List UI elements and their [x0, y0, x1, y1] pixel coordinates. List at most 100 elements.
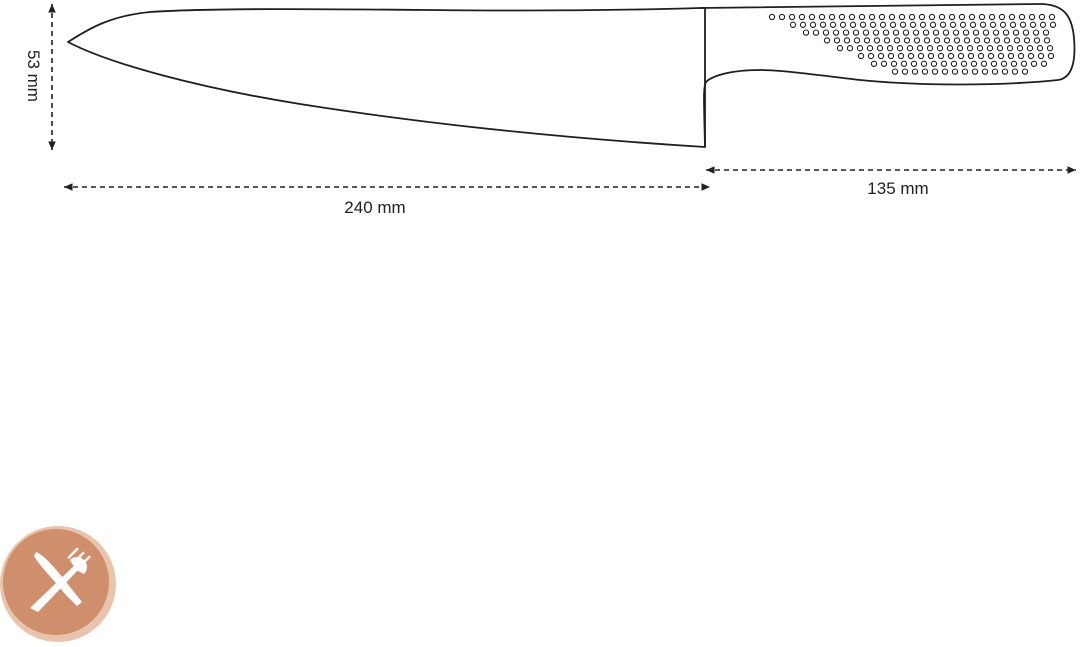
grip-dimple [987, 52, 995, 60]
grip-dimple [1032, 29, 1040, 36]
grip-dimple [929, 21, 937, 28]
grip-dimple [909, 21, 917, 28]
grip-dimple [973, 37, 981, 44]
grip-dimple [866, 45, 874, 52]
grip-dimple [1016, 45, 1024, 52]
grip-dimple [1000, 60, 1008, 67]
grip-dimple [1048, 13, 1056, 21]
grip-dimple [829, 21, 837, 28]
grip-dimple [947, 52, 955, 60]
grip-dimple [878, 13, 886, 21]
grip-dimple [1023, 37, 1031, 44]
grip-dimple [857, 52, 865, 60]
grip-dimple [1039, 21, 1047, 28]
grip-dimple [862, 29, 870, 36]
grip-dimple [991, 68, 999, 75]
grip-dimple [789, 21, 797, 28]
grip-dimple [798, 13, 806, 21]
grip-dimple [846, 45, 854, 52]
grip-dimple [1029, 21, 1037, 28]
grip-dimple [906, 45, 914, 52]
grip-dimple [1009, 21, 1017, 28]
grip-dimple [1007, 52, 1015, 60]
grip-dimple [859, 21, 867, 28]
grip-dimple [1006, 45, 1014, 52]
grip-dimple [976, 45, 984, 52]
grip-dimple [983, 37, 991, 44]
grip-dimple [977, 52, 985, 60]
grip-dimple [893, 37, 901, 44]
grip-dimple [1033, 37, 1041, 44]
grip-dimple [863, 37, 871, 44]
grip-dimple [949, 21, 957, 28]
grip-dimple [1036, 45, 1044, 52]
grip-dimple [870, 60, 878, 67]
grip-dimple [867, 52, 875, 60]
grip-dimple [833, 37, 841, 44]
grip-dimple [908, 13, 916, 21]
grip-dimple [768, 13, 776, 21]
grip-dimple [998, 13, 1006, 21]
grip-dimple [902, 29, 910, 36]
grip-dimple [1008, 13, 1016, 21]
grip-dimple [898, 13, 906, 21]
grip-dimple [912, 29, 920, 36]
grip-dimple [1037, 52, 1045, 60]
grip-dimple [876, 45, 884, 52]
grip-dimple [941, 68, 949, 75]
grip-dimple [868, 13, 876, 21]
grip-dimple [819, 21, 827, 28]
grip-dimple [978, 13, 986, 21]
grip-dimple [858, 13, 866, 21]
grip-dimple [888, 13, 896, 21]
grip-dimple [822, 29, 830, 36]
grip-dimple [788, 13, 796, 21]
grip-dimple [918, 13, 926, 21]
blade-length-label: 240 mm [344, 198, 405, 217]
grip-dimple [953, 37, 961, 44]
grip-dimple [872, 29, 880, 36]
grip-dimple [869, 21, 877, 28]
grip-dimple [940, 60, 948, 67]
grip-dimple [1013, 37, 1021, 44]
grip-dimple [1020, 60, 1028, 67]
grip-dimple [838, 13, 846, 21]
grip-dimple [849, 21, 857, 28]
grip-dimple [942, 29, 950, 36]
grip-dimple [852, 29, 860, 36]
grip-dimple [1012, 29, 1020, 36]
grip-dimple [948, 13, 956, 21]
grip-dimple [907, 52, 915, 60]
grip-dimple [922, 29, 930, 36]
grip-dimple [950, 60, 958, 67]
grip-dimple [971, 68, 979, 75]
grip-dimple [853, 37, 861, 44]
grip-dimple [1030, 60, 1038, 67]
grip-dimple [1026, 45, 1034, 52]
grip-dimple [1049, 21, 1057, 28]
grip-dimple [877, 52, 885, 60]
grip-dimple [936, 45, 944, 52]
grip-dimple [818, 13, 826, 21]
grip-dimple [1046, 45, 1054, 52]
blade-width-label: 53 mm [24, 50, 43, 102]
grip-dimple [981, 68, 989, 75]
grip-dimple [961, 68, 969, 75]
grip-dimple [959, 21, 967, 28]
grip-dimple [1043, 37, 1051, 44]
grip-dimple [899, 21, 907, 28]
grip-dimple [812, 29, 820, 36]
grip-dimple [1022, 29, 1030, 36]
grip-dimple [832, 29, 840, 36]
grip-dimple [970, 60, 978, 67]
grip-dimple [986, 45, 994, 52]
grip-dimple [962, 29, 970, 36]
grip-dimple [1019, 21, 1027, 28]
grip-dimple [856, 45, 864, 52]
grip-dimple [920, 60, 928, 67]
grip-dimple [933, 37, 941, 44]
grip-dimple [1018, 13, 1026, 21]
grip-dimple [963, 37, 971, 44]
grip-dimple [939, 21, 947, 28]
